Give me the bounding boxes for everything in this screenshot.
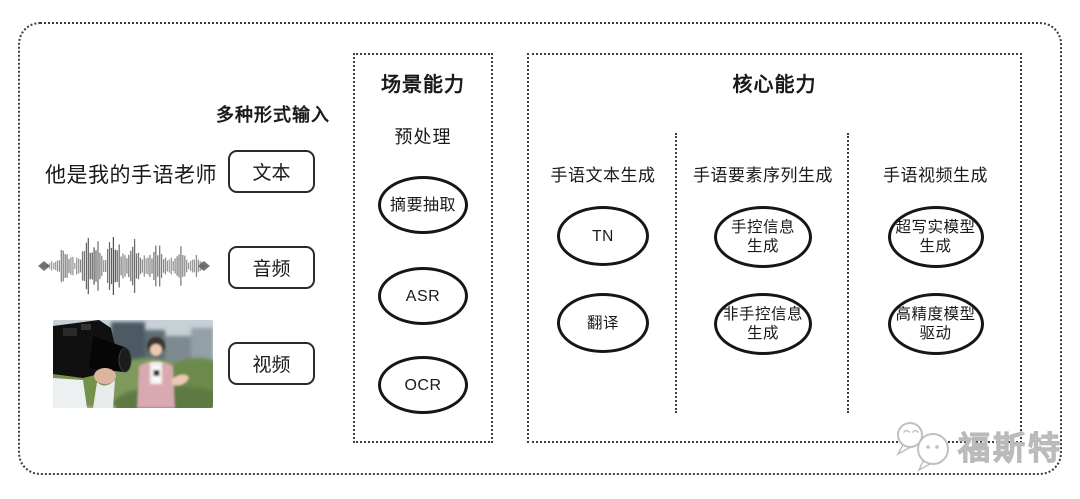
input-type-video-label: 视频 [252,355,291,376]
scene-capability-title: 场景能力 [381,74,465,96]
input-type-text-box: 文本 [228,150,315,193]
column-sign-element-sequence-generation: 手语要素序列生成 手控信息 生成 非手控信息 生成 [677,55,849,445]
node-ocr: OCR [378,356,468,414]
column-label-sign-video-generation: 手语视频生成 [883,166,988,185]
column-divider-1 [675,133,677,413]
column-sign-text-generation: 手语文本生成 TN 翻译 [529,55,677,445]
video-thumbnail [53,320,213,408]
input-type-audio-box: 音频 [228,246,315,289]
node-high-precision-model-driving: 高精度模型 驱动 [887,293,984,355]
node-manual-info-generation: 手控信息 生成 [714,206,812,268]
core-capability-title: 核心能力 [732,74,817,96]
node-asr: ASR [378,267,468,325]
outer-dotted-border [18,22,1062,475]
core-capability-box: 核心能力 手语文本生成 TN 翻译 手语要素序列生成 手控信息 生成 非手控信息… [527,53,1022,443]
column-label-sign-element-sequence-generation: 手语要素序列生成 [693,166,833,185]
column-divider-2 [847,133,849,413]
input-section-header: 多种形式输入 [216,105,330,125]
node-tn: TN [557,206,649,266]
sample-sentence: 他是我的手语老师 [45,164,217,187]
node-summary-extraction: 摘要抽取 [378,176,468,234]
node-non-manual-info-generation: 非手控信息 生成 [714,293,812,355]
column-sign-video-generation: 手语视频生成 超写实模型 生成 高精度模型 驱动 [849,55,1022,445]
preprocessing-label: 预处理 [394,127,452,147]
input-type-text-label: 文本 [252,163,291,184]
node-translation: 翻译 [557,293,649,353]
input-type-audio-label: 音频 [252,259,291,280]
column-label-sign-text-generation: 手语文本生成 [550,166,656,185]
input-type-video-box: 视频 [228,342,315,385]
reporter-photo-illustration [53,320,213,408]
scene-capability-box: 场景能力 预处理 摘要抽取 ASR OCR [353,53,493,443]
node-hyperrealistic-model-generation: 超写实模型 生成 [887,206,984,268]
audio-waveform-icon [38,237,210,295]
brand-name: 福斯特 [957,430,1064,467]
brand-logo-icon [896,422,949,472]
watermark: 福斯特 [894,420,1063,472]
